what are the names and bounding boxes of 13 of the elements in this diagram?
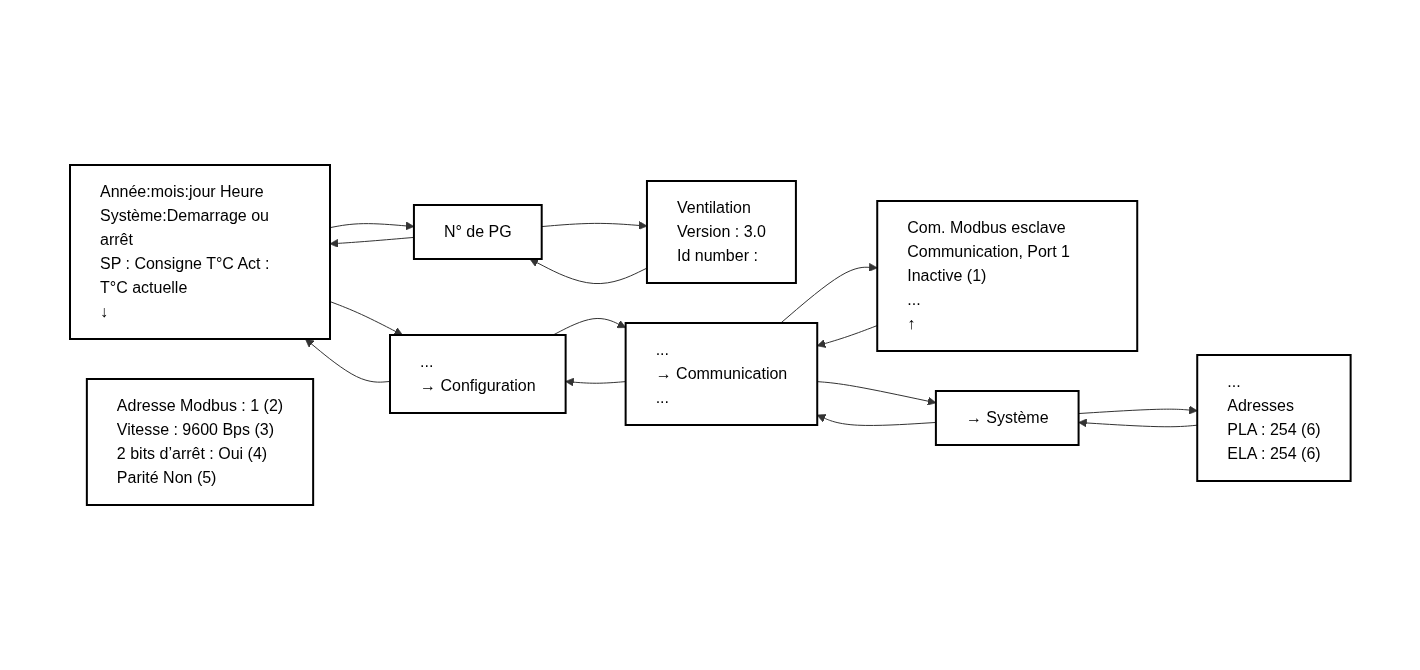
node-box: Année:mois:jour Heure Système:Demarrage ou arrêt SP : Consigne T°C Act : T°C actuelle ↓ bbox=[68, 164, 331, 340]
node-box: ... → Communication ... bbox=[624, 322, 818, 426]
node-box: N° de PG bbox=[412, 204, 543, 260]
arrow bbox=[329, 301, 403, 336]
node-box: Com. Modbus esclave Communication, Port 1 Inactive (1) ... ↑ bbox=[875, 200, 1138, 352]
node-box: Ventilation Version : 3.0 Id number : bbox=[645, 180, 797, 284]
node-box: → Système bbox=[934, 390, 1080, 446]
arrow bbox=[816, 381, 936, 406]
node-box: ... Adresses PLA : 254 (6) ELA : 254 (6) bbox=[1195, 354, 1352, 482]
arrow bbox=[552, 318, 626, 336]
arrow bbox=[329, 221, 414, 231]
node-box: Adresse Modbus : 1 (2) Vitesse : 9600 Bps (3) 2 bits d’arrêt : Oui (4) Parité Non (5) bbox=[85, 378, 314, 506]
node-box: ... → Configuration bbox=[388, 334, 567, 414]
